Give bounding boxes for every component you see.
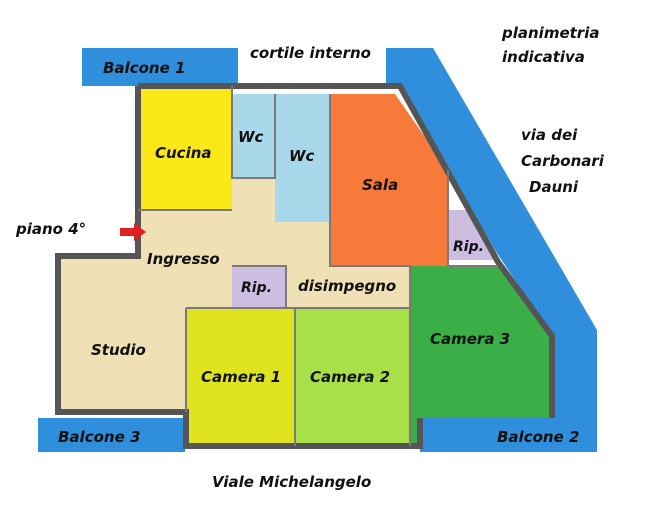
interior-wall [329, 94, 411, 446]
studio-label: Studio [91, 341, 146, 359]
wc-1-label: Wc [238, 128, 264, 146]
interior-wall [231, 86, 276, 179]
side-street-line-3: Dauni [529, 178, 579, 196]
camera-1-label: Camera 1 [201, 368, 281, 386]
studio-area [58, 256, 186, 412]
disimpegno-label: disimpegno [298, 277, 396, 295]
rip-center-label: Rip. [241, 280, 272, 296]
cucina-label: Cucina [155, 144, 212, 162]
balcone-1-area [82, 48, 238, 86]
sala-area [330, 94, 448, 266]
interior-wall [447, 170, 498, 267]
wc-1-area [232, 94, 275, 178]
balcone-1-label: Balcone 1 [103, 59, 185, 77]
sala-label: Sala [362, 176, 398, 194]
wc-2-area [275, 94, 330, 222]
balcone-3-label: Balcone 3 [58, 428, 140, 446]
exterior-wall-left [55, 86, 423, 449]
cucina-area [138, 86, 232, 210]
side-street-line-1: via dei [521, 126, 578, 144]
rip-sala-area [448, 210, 495, 260]
exterior-wall [138, 83, 555, 418]
side-street-line-2: Carbonari [521, 152, 605, 170]
camera-3-label: Camera 3 [430, 330, 510, 348]
floor-label: piano 4° [15, 220, 86, 238]
camera-2-label: Camera 2 [310, 368, 390, 386]
courtyard-label: cortile interno [250, 44, 371, 62]
balcone-3-area [38, 418, 185, 452]
bottom-street-label: Viale Michelangelo [212, 473, 371, 491]
camera-1-area [186, 308, 295, 446]
rip-sala-label: Rip. [453, 239, 484, 255]
camera-3-area [410, 266, 552, 446]
camera-2-area [295, 308, 410, 446]
balcone-2-label: Balcone 2 [497, 428, 579, 446]
ingresso-label: Ingresso [147, 250, 220, 268]
rip-center-area [232, 266, 286, 308]
interior-wall [232, 265, 287, 308]
plan-title-line-1: planimetria [501, 24, 599, 42]
entrance-arrow-icon [120, 223, 146, 241]
side-balcony-area [386, 48, 597, 452]
plan-title-line-2: indicativa [502, 48, 585, 66]
balcone-2-area [420, 418, 597, 452]
wc-2-label: Wc [289, 147, 315, 165]
